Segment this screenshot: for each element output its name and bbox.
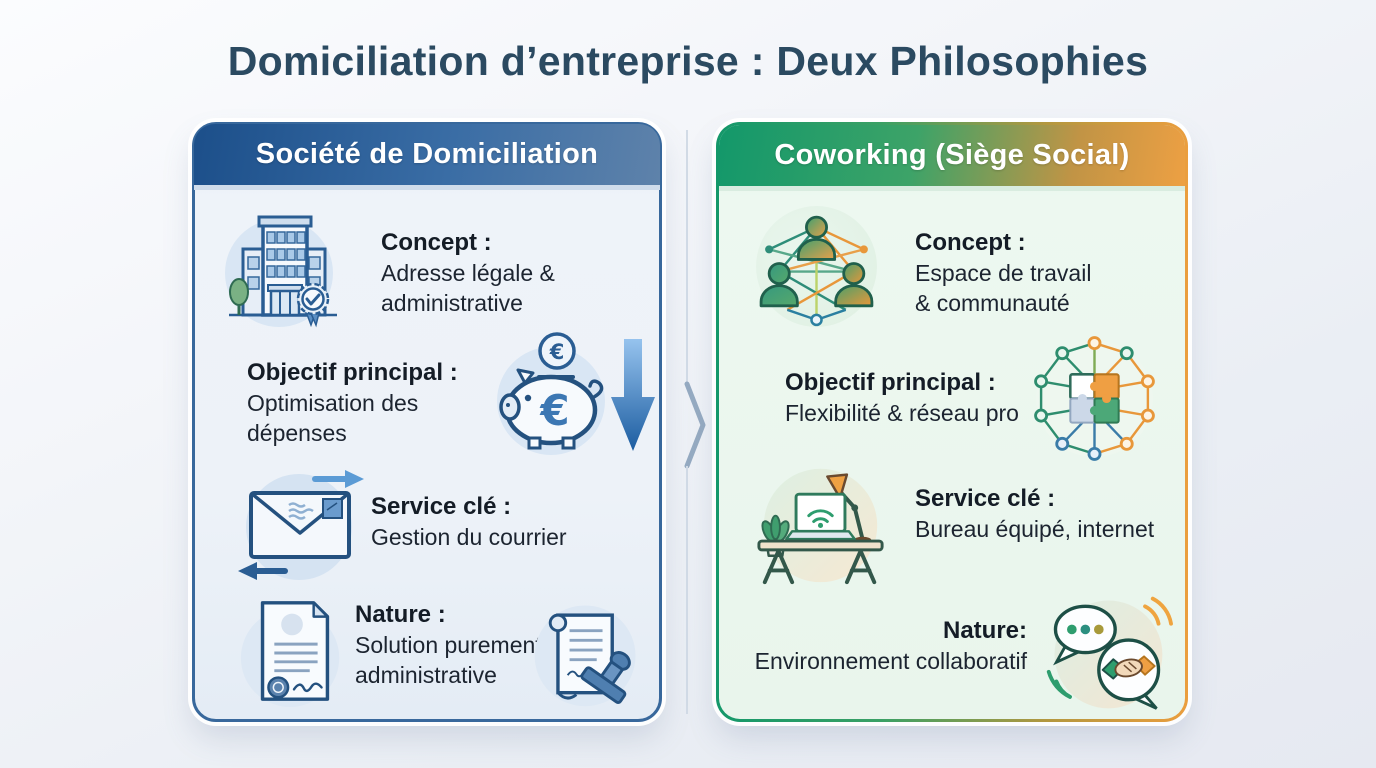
feature-text-line: Optimisation des — [247, 390, 419, 416]
feature-row: Concept : Espace de travail & communauté — [719, 199, 1185, 337]
feature-row: Nature: Environnement collaboratif — [719, 589, 1185, 717]
feature-text-line: & communauté — [915, 290, 1070, 316]
feature-row: Objectif principal : Flexibilité & résea… — [719, 336, 1185, 461]
feature-label: Nature : — [355, 601, 446, 628]
feature-text-line: Solution purement — [355, 632, 542, 658]
feature-row: Service clé : Gestion du courrier — [195, 463, 659, 587]
svg-text:€: € — [539, 386, 569, 435]
feature-label: Concept : — [381, 229, 492, 256]
feature-row: Nature : Solution purement administrativ… — [195, 587, 659, 715]
chat-handshake-icon — [1046, 596, 1173, 710]
comparison-chevron-connector — [684, 130, 706, 714]
feature-text-line: Espace de travail — [915, 260, 1092, 286]
equipped-desk-icon — [757, 468, 884, 585]
domiciliation-card-header: Société de Domiciliation — [194, 124, 660, 190]
cost-down-arrow-icon — [611, 339, 655, 451]
feature-row: Objectif principal : Optimisation des dé… — [195, 332, 659, 463]
feature-label: Service clé : — [371, 493, 512, 520]
feature-text: Objectif principal : Flexibilité & résea… — [785, 367, 1019, 428]
feature-text-line: administrative — [381, 290, 523, 316]
feature-text-line: Environnement collaboratif — [754, 648, 1027, 674]
feature-text-line: Gestion du courrier — [371, 524, 567, 550]
mail-envelope-icon — [238, 470, 364, 580]
people-network-icon — [756, 206, 877, 327]
feature-text: Concept : Espace de travail & communauté — [915, 227, 1091, 318]
feature-text: Nature : Solution purement administrativ… — [355, 599, 542, 690]
domiciliation-card: Société de Domiciliation — [192, 122, 662, 722]
page-title: Domiciliation d’entreprise : Deux Philos… — [227, 38, 1149, 84]
feature-label: Nature: — [942, 617, 1027, 644]
svg-text:€: € — [549, 340, 565, 364]
feature-text-line: Flexibilité & réseau pro — [785, 400, 1019, 426]
feature-label: Objectif principal : — [785, 369, 996, 396]
coworking-card: Coworking (Siège Social) — [716, 122, 1188, 722]
feature-label: Objectif principal : — [247, 359, 458, 386]
piggy-bank-euro-icon: € € — [497, 332, 605, 455]
feature-text: Nature: Environnement collaboratif — [735, 615, 1027, 676]
feature-text-line: Bureau équipé, internet — [915, 516, 1155, 542]
feature-text-line: administrative — [355, 662, 497, 688]
feature-label: Service clé : — [915, 485, 1056, 512]
coworking-card-header: Coworking (Siège Social) — [719, 125, 1185, 191]
feature-text: Concept : Adresse légale & administrativ… — [381, 227, 555, 318]
certificate-document-icon — [240, 601, 340, 708]
feature-text: Service clé : Bureau équipé, internet — [915, 483, 1154, 544]
building-certified-icon — [225, 215, 337, 328]
stamp-scroll-icon — [534, 605, 636, 707]
feature-row: Concept : Adresse légale & administrativ… — [195, 199, 659, 337]
feature-text: Objectif principal : Optimisation des dé… — [247, 357, 458, 448]
feature-text-line: dépenses — [247, 420, 347, 446]
feature-text-line: Adresse légale & — [381, 260, 555, 286]
feature-label: Concept : — [915, 229, 1026, 256]
puzzle-network-icon — [1034, 336, 1155, 461]
feature-row: Service clé : Bureau équipé, internet — [719, 457, 1185, 589]
feature-text: Service clé : Gestion du courrier — [371, 491, 567, 552]
